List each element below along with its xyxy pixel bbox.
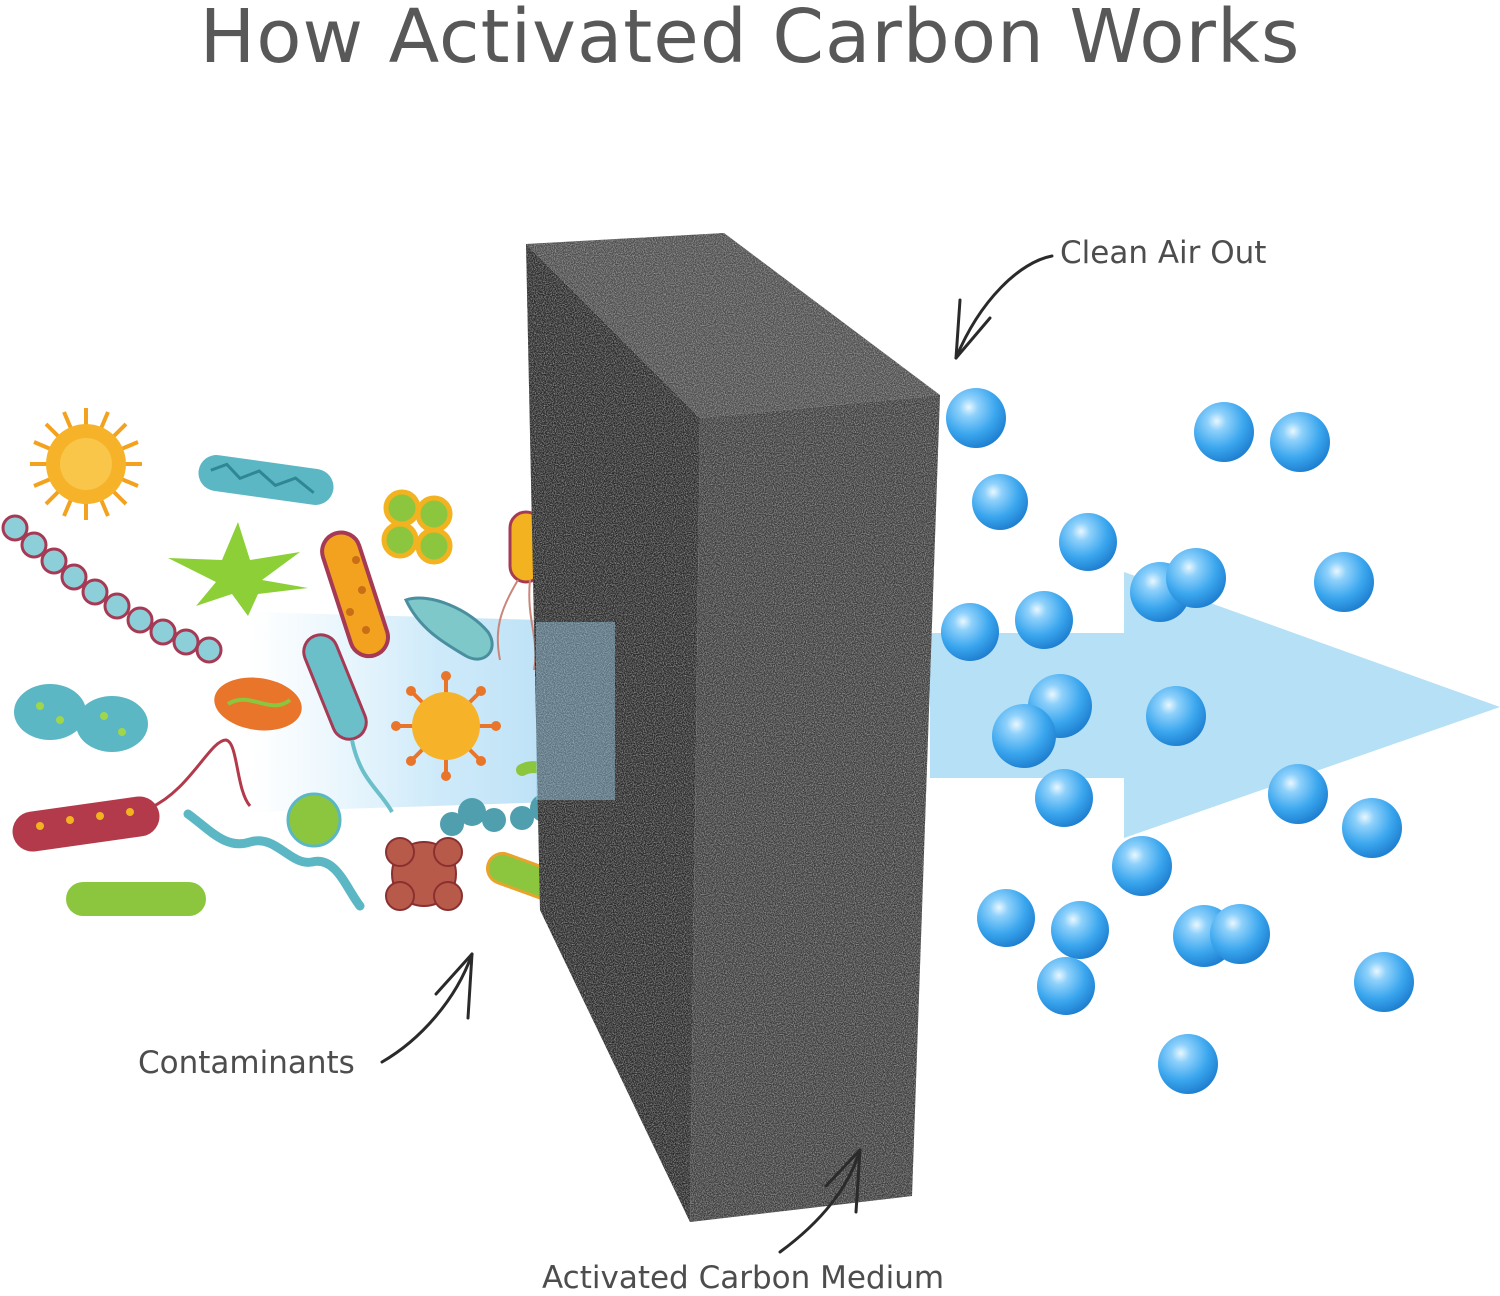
clean-air-bubble-icon: [972, 474, 1028, 530]
clean-air-bubble-icon: [1015, 591, 1073, 649]
clean-air-bubble-icon: [992, 704, 1056, 768]
diagram-title: How Activated Carbon Works: [199, 0, 1301, 80]
bacteria-icon: [1, 514, 223, 664]
clean-air-bubble-icon: [941, 603, 999, 661]
pointer-arrow-icon: [954, 254, 1054, 360]
bacteria-icon: [14, 684, 148, 752]
bacteria-icon: [385, 837, 463, 911]
bacteria-icon: [286, 792, 342, 848]
bacteria-icon: [403, 596, 494, 661]
clean-air-bubble-icon: [1166, 548, 1226, 608]
bacteria-icon: [183, 809, 365, 911]
activated-carbon-medium-label: Activated Carbon Medium: [542, 1260, 945, 1296]
pointer-arrows: [380, 254, 1054, 1254]
clean-air-bubble-icon: [1354, 952, 1414, 1012]
bacteria-icon: [198, 455, 334, 505]
bacteria-icon: [381, 489, 453, 565]
clean-air-bubble-icon: [1037, 957, 1095, 1015]
air-flow-arrow-icon: [930, 572, 1500, 838]
clean-air-bubble-icon: [1314, 552, 1374, 612]
pointer-arrow-icon: [380, 952, 474, 1064]
bacteria-icon: [320, 530, 390, 659]
clean-air-bubbles: [941, 388, 1414, 1094]
inflow-through-band: [536, 622, 615, 800]
bacteria-icon: [214, 677, 302, 731]
clean-air-bubble-icon: [977, 889, 1035, 947]
bacteria-icon: [302, 633, 394, 813]
clean-air-bubble-icon: [1268, 764, 1328, 824]
clean-air-bubble-icon: [946, 388, 1006, 448]
pointer-arrow-icon: [778, 1148, 862, 1254]
clean-air-bubble-icon: [1051, 901, 1109, 959]
virus-icon: [391, 671, 501, 781]
clean-air-bubble-icon: [1158, 1034, 1218, 1094]
clean-air-bubble-icon: [1112, 836, 1172, 896]
clean-air-bubble-icon: [1210, 904, 1270, 964]
clean-air-bubble-icon: [1059, 513, 1117, 571]
bacteria-icon: [12, 738, 252, 852]
virus-icon: [30, 408, 142, 520]
bacteria-icon: [168, 522, 308, 616]
clean-air-bubble-icon: [1270, 412, 1330, 472]
bacteria-icon: [66, 882, 206, 916]
clean-air-bubble-icon: [1035, 769, 1093, 827]
contaminants-group: [1, 408, 639, 916]
contaminants-label: Contaminants: [138, 1045, 355, 1081]
activated-carbon-block: [526, 233, 940, 1222]
clean-air-out-label: Clean Air Out: [1060, 235, 1267, 271]
clean-air-bubble-icon: [1146, 686, 1206, 746]
clean-air-bubble-icon: [1342, 798, 1402, 858]
clean-air-bubble-icon: [1194, 402, 1254, 462]
